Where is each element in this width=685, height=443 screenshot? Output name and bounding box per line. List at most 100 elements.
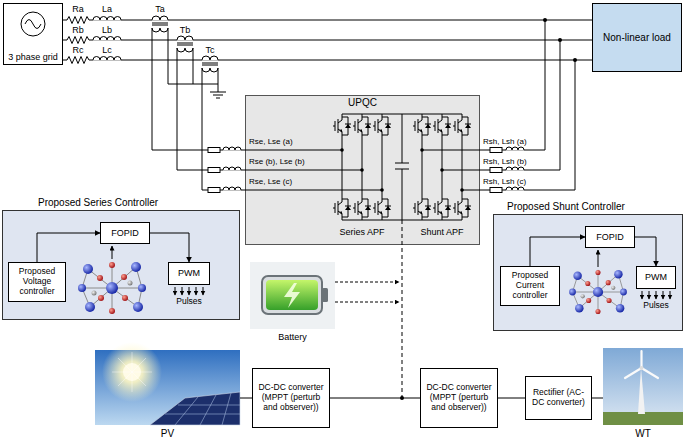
inverter-bridge (373, 196, 391, 220)
converter-box: DC-DC converter (MPPT (perturb and obser… (252, 368, 330, 428)
component-label: Series APF (339, 228, 384, 237)
node-text: Proposed Voltage controller (12, 267, 62, 296)
fopid-box: FOPID (585, 226, 635, 248)
battery-illustration (250, 262, 335, 329)
transformer-wires (177, 48, 362, 170)
battery-illustration (322, 288, 328, 302)
junction-dot (360, 168, 364, 172)
resistor-symbol (67, 36, 89, 45)
junction-dot (460, 188, 464, 192)
dc-link (335, 302, 399, 303)
component-label: Lc (102, 46, 112, 55)
filter-symbol (490, 168, 502, 173)
signal-arrows (182, 287, 183, 295)
component-label: Rsh, Lsh (b) (483, 157, 527, 166)
inverter-bridge (395, 114, 409, 220)
signal-arrows (642, 291, 643, 299)
component-label: Tb (180, 26, 191, 35)
inductor-symbol (93, 15, 121, 61)
pv-illustration (95, 342, 240, 425)
dc-link (335, 220, 402, 398)
pwm-box: PWM (168, 262, 210, 285)
filter-symbol (223, 167, 241, 171)
wind-turbine-illustration (603, 348, 683, 425)
junction-dot (543, 18, 547, 22)
signal-arrows (189, 287, 190, 295)
dc-link (335, 282, 399, 283)
junction-dot (400, 396, 404, 400)
inductor-symbol (93, 55, 121, 61)
pv-illustration (102, 342, 162, 402)
controller-panel: Proposed Shunt ControllerProposed Curren… (493, 201, 683, 331)
component-label: La (102, 5, 112, 14)
inverter-bridge (333, 114, 471, 220)
filter-symbol (223, 187, 241, 190)
wind-turbine-picture: WT (603, 348, 683, 439)
node-text: FOPID (111, 228, 139, 238)
transformer-symbol (152, 15, 218, 72)
signal-arrows (649, 291, 650, 299)
transformer-wires (168, 28, 169, 84)
inverter-bridge (413, 114, 431, 138)
connector (498, 398, 525, 399)
node-text: 3 phase grid (8, 52, 58, 62)
node-text: WT (635, 428, 651, 440)
component-label: Rb (72, 26, 84, 35)
filter-symbol (208, 148, 220, 153)
connector (63, 40, 592, 41)
battery-illustration (250, 262, 335, 329)
connector (63, 20, 592, 21)
inductor-symbol (93, 15, 121, 21)
inverter-bridge (342, 114, 462, 220)
rectifier-box: Rectifier (AC-DC converter) (525, 376, 592, 420)
filter-symbol (490, 188, 502, 193)
component-label: Tc (206, 46, 215, 55)
filter-symbol (208, 147, 524, 193)
inverter-bridge (433, 196, 451, 220)
molecule-illustration (78, 262, 146, 314)
node-text: PV (161, 428, 174, 440)
component-label: Rse, Lse (c) (249, 177, 292, 186)
transformer-wires (152, 28, 342, 150)
junction-dot (380, 188, 384, 192)
inverter-bridge (353, 114, 371, 138)
resistor-symbol (67, 17, 89, 24)
wind-turbine-illustration (638, 368, 645, 414)
molecule-illustration (569, 270, 627, 314)
inductor-symbol (93, 35, 121, 41)
connector (63, 60, 592, 61)
filter-symbol (506, 147, 524, 151)
resistor-symbol (67, 37, 89, 44)
signal-arrows (203, 287, 204, 295)
pwm-box: PWM (636, 266, 676, 289)
signal-arrows (112, 246, 670, 299)
filter-symbol (223, 187, 241, 191)
filter-symbol (490, 148, 502, 153)
filter-symbol (223, 167, 241, 170)
component-label: Ra (72, 5, 84, 14)
filter-symbol (223, 147, 241, 151)
transformer-wires (202, 68, 382, 190)
junction-dot (340, 18, 577, 400)
battery-illustration (266, 280, 318, 310)
component-label: Shunt APF (420, 228, 463, 237)
inverter-bridge (413, 196, 431, 220)
node-text: PWM (645, 272, 667, 282)
panel-heading: Proposed Series Controller (2, 197, 240, 209)
grid-source-box: 3 phase grid (3, 3, 63, 65)
node-text: DC-DC converter (MPPT (perturb and obser… (424, 383, 494, 412)
transformer-wires (168, 84, 218, 92)
pv-picture: PV (95, 350, 240, 439)
battery-picture: Battery (250, 262, 335, 342)
shunt-wires (462, 60, 575, 190)
pv-illustration (165, 393, 240, 425)
filter-symbol (506, 147, 524, 150)
signal-arrows (670, 291, 671, 299)
inverter-bridge (333, 114, 351, 138)
battery-illustration (262, 276, 322, 314)
signal-arrows (175, 287, 176, 295)
component-label: Rsh, Lsh (a) (483, 137, 527, 146)
ac-source-symbol (25, 20, 41, 29)
transformer-symbol (177, 36, 193, 52)
